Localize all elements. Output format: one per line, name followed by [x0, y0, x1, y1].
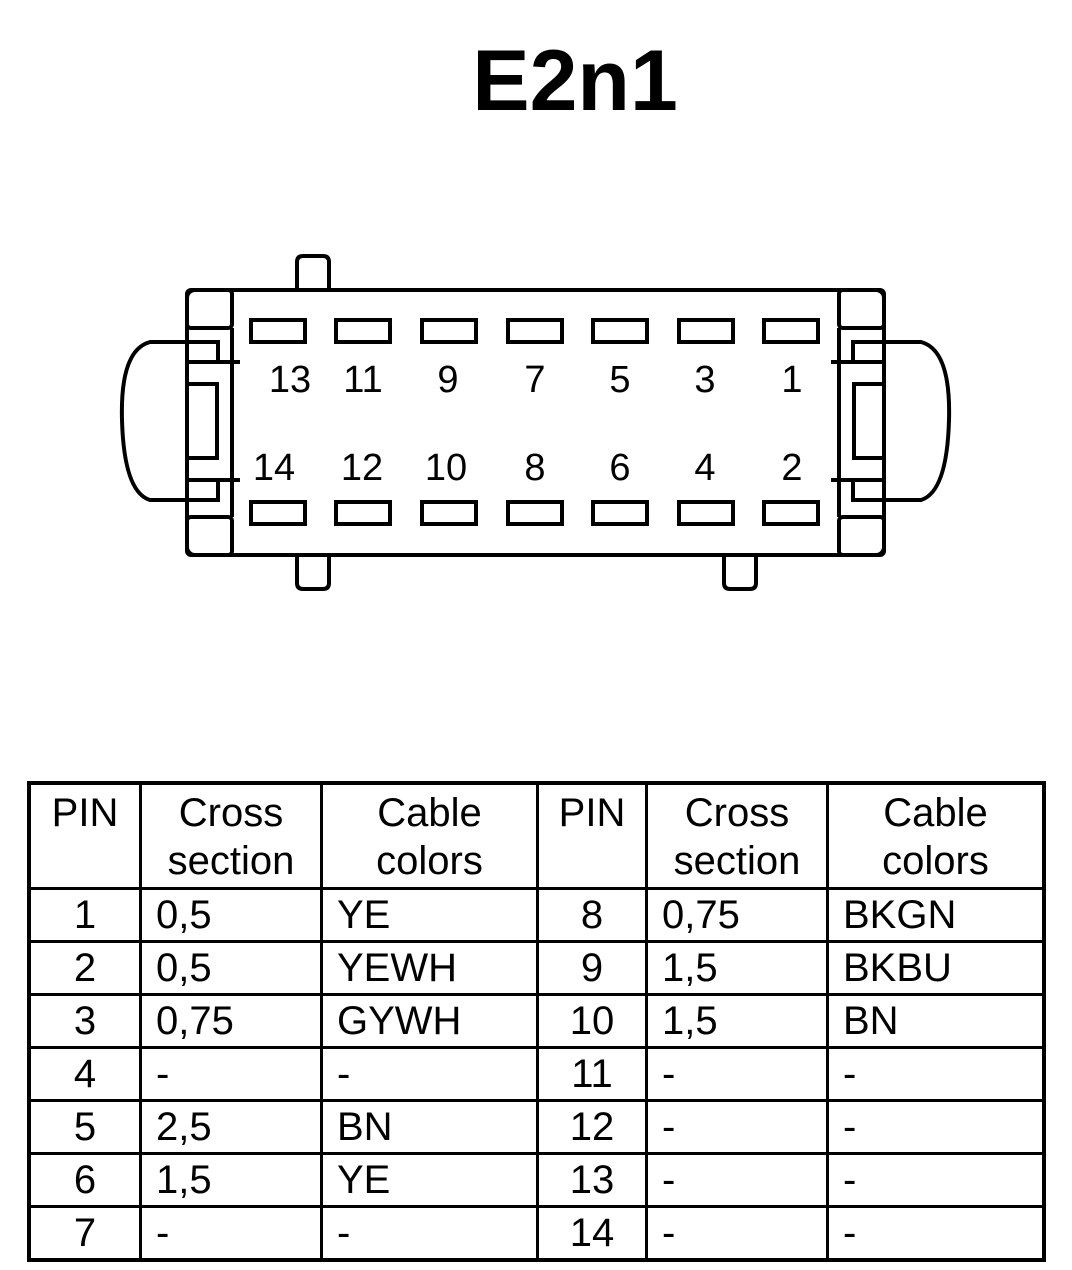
table-row: 4--11-- — [27, 1046, 1046, 1102]
cable-color-value: - — [320, 1205, 539, 1262]
table-row: 7--14-- — [27, 1205, 1046, 1262]
corner-block-top-left — [185, 288, 234, 330]
cable-color-value: YE — [320, 1152, 539, 1208]
pin-label: 13 — [269, 359, 311, 401]
key-tab-top — [295, 254, 331, 290]
latch-left — [119, 340, 187, 502]
connector-diagram: 13 11 9 7 5 3 1 14 12 10 8 6 4 2 — [119, 254, 952, 591]
cross-section-value: 1,5 — [645, 940, 829, 996]
cross-section-value: - — [139, 1205, 323, 1262]
cable-color-value: - — [320, 1046, 539, 1102]
cable-color-value: - — [826, 1152, 1046, 1208]
cross-section-value: - — [645, 1046, 829, 1102]
contact-slot — [334, 500, 392, 526]
pin-label: 7 — [524, 359, 545, 401]
cable-color-value: GYWH — [320, 993, 539, 1049]
pin-label: 3 — [694, 359, 715, 401]
pin-label: 2 — [781, 447, 802, 489]
cable-color-value: - — [826, 1046, 1046, 1102]
cross-section-value: 0,5 — [139, 940, 323, 996]
pin-label: 5 — [609, 359, 630, 401]
pin-number: 12 — [536, 1099, 648, 1155]
cross-section-value: - — [645, 1205, 829, 1262]
pin-label: 4 — [694, 447, 715, 489]
header-pin: PIN — [536, 781, 648, 890]
corner-block-top-right — [837, 288, 886, 330]
contact-slot — [420, 318, 478, 344]
contact-slot — [677, 318, 735, 344]
cross-section-value: 0,75 — [139, 993, 323, 1049]
pin-number: 7 — [27, 1205, 142, 1262]
key-tab-bottom-left — [295, 555, 331, 591]
cable-color-value: - — [826, 1205, 1046, 1262]
connector-title: E2n1 — [472, 33, 678, 129]
cross-section-value: - — [645, 1152, 829, 1208]
connector-cavity — [232, 290, 839, 555]
pin-label: 8 — [524, 447, 545, 489]
pin-number: 2 — [27, 940, 142, 996]
pin-number: 11 — [536, 1046, 648, 1102]
pin-label: 11 — [343, 359, 382, 401]
pin-number: 14 — [536, 1205, 648, 1262]
contact-slot — [762, 318, 820, 344]
pin-label: 9 — [437, 359, 458, 401]
pin-number: 13 — [536, 1152, 648, 1208]
contact-slot — [506, 500, 564, 526]
cable-color-value: BN — [320, 1099, 539, 1155]
pin-number: 8 — [536, 887, 648, 943]
pin-label: 10 — [425, 447, 467, 489]
cable-color-value: - — [826, 1099, 1046, 1155]
pin-label: 1 — [781, 359, 802, 401]
pin-label: 6 — [609, 447, 630, 489]
pin-number: 9 — [536, 940, 648, 996]
pin-label: 14 — [253, 447, 295, 489]
corner-block-bottom-left — [185, 515, 234, 557]
pin-number: 3 — [27, 993, 142, 1049]
key-tab-bottom-right — [722, 555, 758, 591]
contact-slot — [334, 318, 392, 344]
contact-slot — [591, 318, 649, 344]
cable-color-value: BKBU — [826, 940, 1046, 996]
cross-section-value: 0,75 — [645, 887, 829, 943]
cable-color-value: YE — [320, 887, 539, 943]
pin-number: 1 — [27, 887, 142, 943]
cross-section-value: - — [139, 1046, 323, 1102]
connector-body — [185, 288, 886, 557]
cable-color-value: BKGN — [826, 887, 1046, 943]
header-pin: PIN — [27, 781, 142, 890]
pin-number: 10 — [536, 993, 648, 1049]
cross-section-value: 2,5 — [139, 1099, 323, 1155]
contact-slot — [506, 318, 564, 344]
latch-right — [884, 340, 952, 502]
pin-number: 6 — [27, 1152, 142, 1208]
cable-color-value: YEWH — [320, 940, 539, 996]
contact-slot — [249, 318, 307, 344]
contact-slot — [677, 500, 735, 526]
cross-section-value: 1,5 — [139, 1152, 323, 1208]
pin-number: 4 — [27, 1046, 142, 1102]
pin-number: 5 — [27, 1099, 142, 1155]
contact-slot — [762, 500, 820, 526]
cable-color-value: BN — [826, 993, 1046, 1049]
pin-label: 12 — [341, 447, 383, 489]
corner-block-bottom-right — [837, 515, 886, 557]
contact-slot — [249, 500, 307, 526]
cross-section-value: 1,5 — [645, 993, 829, 1049]
cross-section-value: 0,5 — [139, 887, 323, 943]
contact-slot — [591, 500, 649, 526]
contact-slot — [420, 500, 478, 526]
cross-section-value: - — [645, 1099, 829, 1155]
